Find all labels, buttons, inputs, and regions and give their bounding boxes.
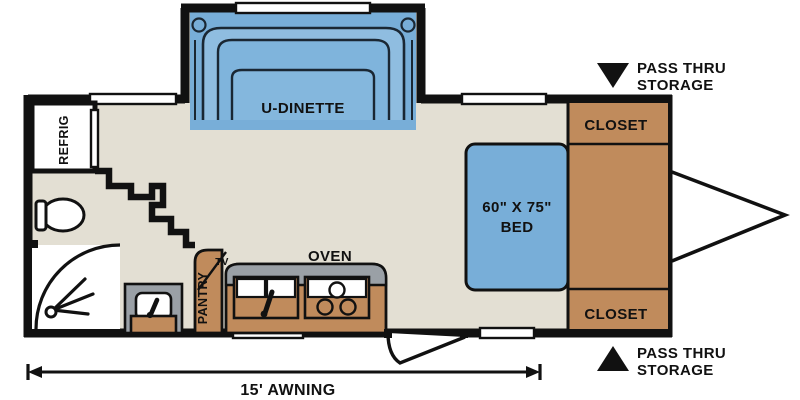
kitchen-faucet-base	[260, 310, 268, 318]
closet-bottom-label: CLOSET	[584, 306, 647, 323]
dimension-arrow-right	[526, 366, 540, 378]
awning-dimension-label: 15' AWNING	[240, 382, 335, 399]
pass-thru-top-line2: STORAGE	[637, 77, 714, 94]
bed-label: BED	[501, 219, 534, 236]
kitchen-faucet	[262, 289, 275, 316]
pantry-tv-group: PANTRY TV	[193, 248, 229, 335]
bath-vanity-group	[123, 282, 184, 335]
bed-mattress	[464, 142, 570, 292]
bed-group: 60" X 75" BED	[464, 142, 570, 292]
toilet-group	[34, 197, 86, 233]
burner-left	[316, 298, 334, 316]
oven-label: OVEN	[308, 248, 352, 265]
dinette-post-left	[191, 17, 207, 33]
shower-swing-lines	[51, 277, 95, 316]
triangle-down-icon	[597, 63, 629, 88]
refrigerator-label: REFRIG	[57, 115, 71, 165]
triangle-up-icon	[597, 346, 629, 371]
bed-size-label: 60" X 75"	[482, 199, 552, 216]
u-dinette-group: U-DINETTE	[180, 1, 426, 130]
closet-top-label: CLOSET	[584, 117, 647, 134]
pantry-body	[193, 248, 224, 335]
bath-vanity-cabinet	[129, 314, 178, 335]
burner-right	[339, 298, 357, 316]
pass-thru-top-line1: PASS THRU	[637, 60, 726, 77]
entry-door-jamb-right	[460, 329, 468, 338]
bathroom-step-wall	[95, 167, 195, 249]
awning-dimension: 15' AWNING	[26, 364, 542, 399]
burner-top	[328, 281, 346, 299]
refrigerator-box	[29, 100, 98, 174]
window-top-left	[88, 92, 178, 106]
closet-column	[568, 103, 668, 329]
refrigerator-door	[89, 108, 100, 169]
dinette-table	[230, 68, 376, 120]
dinette-side-walls	[180, 8, 426, 103]
bathroom-partition	[95, 167, 195, 249]
pass-thru-bottom-line2: STORAGE	[637, 362, 714, 379]
closet-group: CLOSET CLOSET	[566, 103, 668, 329]
window-bottom-right	[478, 326, 536, 340]
dinette-post-right	[400, 17, 416, 33]
toilet-bowl	[40, 197, 86, 233]
entry-door-group	[384, 329, 468, 365]
shower-group	[28, 240, 121, 330]
hitch-group	[671, 170, 790, 263]
shower-wall-stub	[28, 240, 38, 248]
pass-thru-storage-top-callout: PASS THRU STORAGE	[597, 60, 726, 94]
kitchen-group: OVEN	[224, 248, 388, 335]
tv-label: TV	[215, 257, 229, 268]
a-frame-hitch	[671, 170, 790, 263]
refrigerator-group: REFRIG	[29, 100, 100, 174]
pass-thru-bottom-line1: PASS THRU	[637, 345, 726, 362]
bath-faucet-base	[146, 311, 154, 319]
pantry-label: PANTRY	[196, 272, 210, 325]
window-top-right	[460, 92, 548, 106]
dimension-arrow-left	[28, 366, 42, 378]
kitchen-sink-basin-left	[235, 277, 267, 299]
pantry-tv-divider	[197, 251, 227, 291]
dinette-label: U-DINETTE	[261, 100, 345, 117]
entry-door-jamb-left	[384, 329, 392, 338]
shower-door-hinge	[44, 305, 58, 319]
bath-faucet	[148, 297, 160, 317]
toilet-tank	[34, 199, 48, 232]
window-dinette	[234, 1, 372, 15]
pass-thru-storage-bottom-callout: PASS THRU STORAGE	[597, 345, 726, 379]
